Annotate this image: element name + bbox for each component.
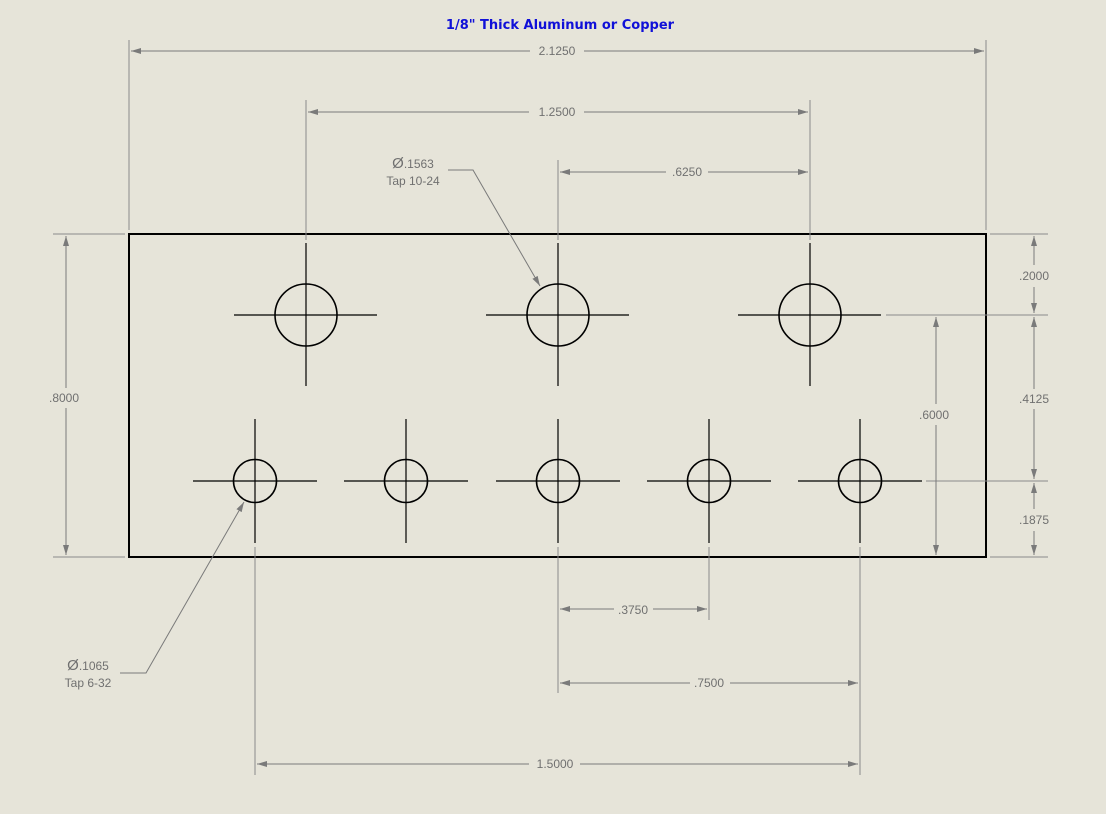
small-hole xyxy=(798,419,922,543)
large-hole xyxy=(738,243,881,386)
small-holes xyxy=(193,419,922,543)
dim-small-hole-double-spacing: .7500 xyxy=(694,676,724,690)
svg-text:Ø.1563: Ø.1563 xyxy=(392,155,434,172)
dim-top-to-large-hole: .2000 xyxy=(1019,269,1049,283)
large-hole-diameter: .1563 xyxy=(404,157,434,171)
small-hole xyxy=(344,419,468,543)
large-hole xyxy=(234,243,377,386)
dim-small-hole-span: 1.5000 xyxy=(537,757,574,771)
large-hole xyxy=(486,243,629,386)
dim-overall-width: 2.1250 xyxy=(539,44,576,58)
small-hole xyxy=(496,419,620,543)
large-hole-tap: Tap 10-24 xyxy=(386,174,440,188)
dim-large-to-small-row: .4125 xyxy=(1019,392,1049,406)
small-hole xyxy=(647,419,771,543)
dimension-labels: 2.1250 1.2500 .6250 .8000 .2000 .4125 .1… xyxy=(49,44,1049,771)
dim-small-hole-spacing: .3750 xyxy=(618,603,648,617)
svg-text:Ø.1065: Ø.1065 xyxy=(67,657,109,674)
dim-large-hole-spacing: .6250 xyxy=(672,165,702,179)
diameter-symbol: Ø xyxy=(392,155,404,172)
dim-large-hole-from-bottom: .6000 xyxy=(919,408,949,422)
dimension-lines xyxy=(63,48,1037,767)
large-hole-callout: Ø.1563 Tap 10-24 xyxy=(386,155,541,287)
drawing-title: 1/8" Thick Aluminum or Copper xyxy=(446,18,675,33)
dim-overall-height: .8000 xyxy=(49,391,79,405)
diameter-symbol: Ø xyxy=(67,657,79,674)
dim-large-hole-span: 1.2500 xyxy=(539,105,576,119)
small-hole-tap: Tap 6-32 xyxy=(65,676,112,690)
large-holes xyxy=(234,243,881,386)
small-hole-diameter: .1065 xyxy=(79,659,109,673)
dim-small-row-to-bottom: .1875 xyxy=(1019,513,1049,527)
extension-lines xyxy=(53,40,1048,775)
small-hole xyxy=(193,419,317,543)
small-hole-callout: Ø.1065 Tap 6-32 xyxy=(65,501,245,690)
